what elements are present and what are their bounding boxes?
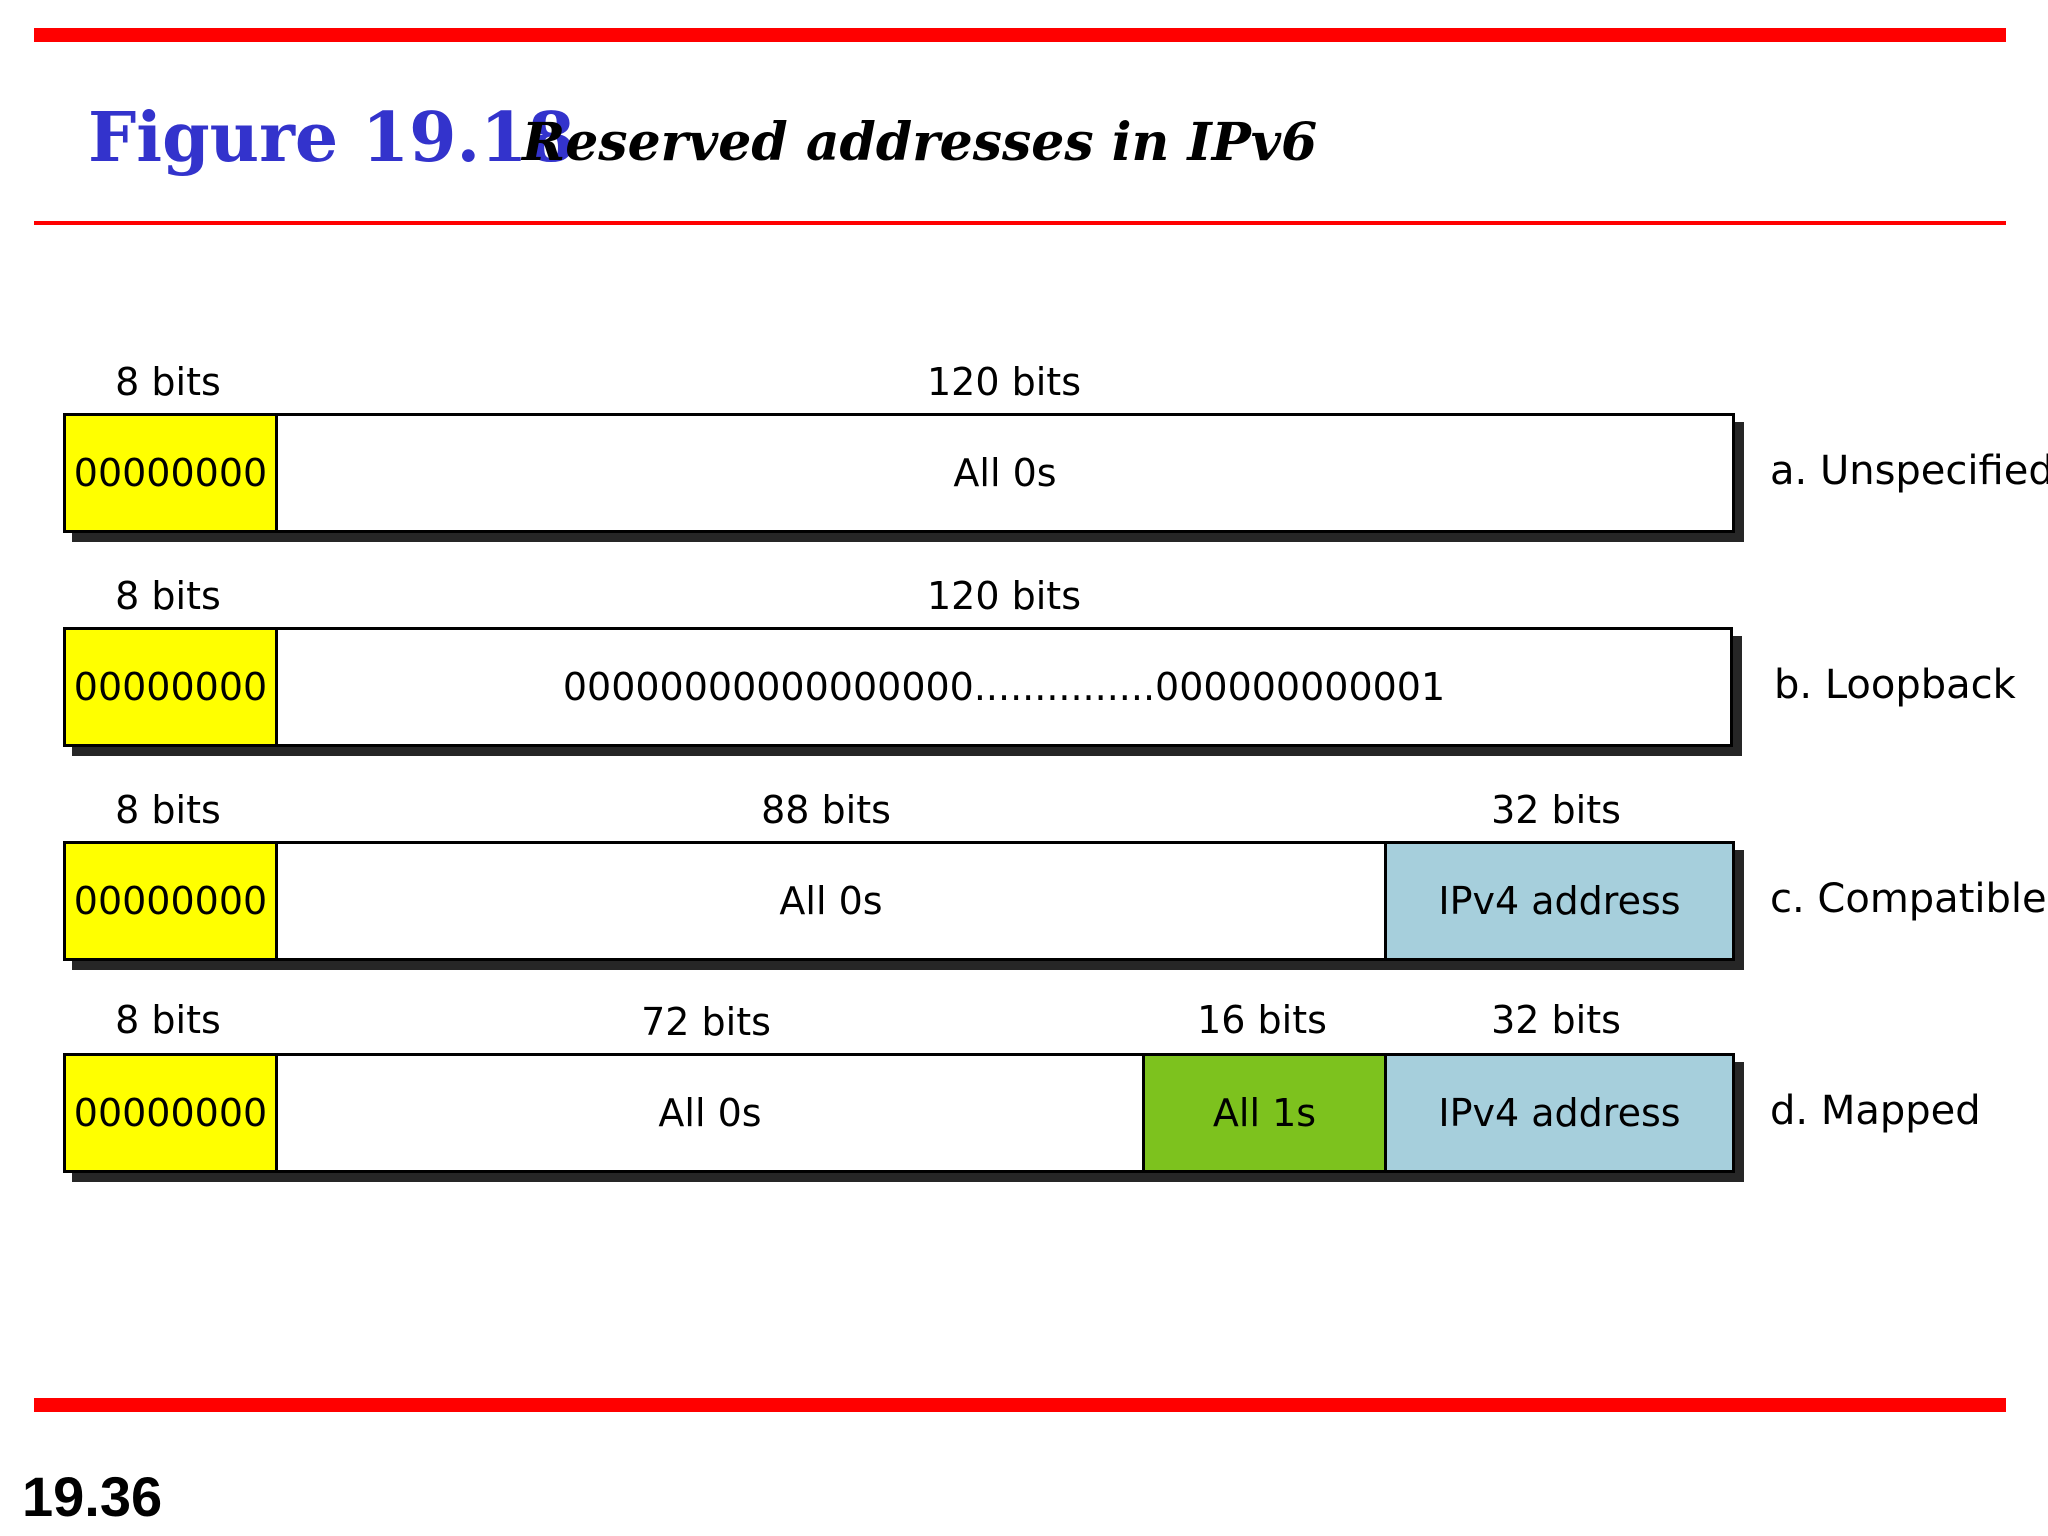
prefix-field: 00000000 [66, 416, 275, 530]
bits-label-b-prefix: 8 bits [115, 574, 221, 618]
prefix-field: 00000000 [66, 630, 275, 744]
bits-label-d-ones: 16 bits [1197, 998, 1327, 1042]
bits-label-d-zeros: 72 bits [641, 1000, 771, 1044]
address-bar-compatible: 00000000 All 0s IPv4 address [63, 841, 1735, 961]
all-zeros-field: All 0s [275, 416, 1732, 530]
all-zeros-field: All 0s [275, 1056, 1142, 1170]
bits-label-a-prefix: 8 bits [115, 360, 221, 404]
row-label-mapped: d. Mapped [1770, 1088, 1981, 1134]
address-bar-mapped: 00000000 All 0s All 1s IPv4 address [63, 1053, 1735, 1173]
prefix-field: 00000000 [66, 844, 275, 958]
page-number: 19.36 [22, 1465, 163, 1528]
address-bar-loopback: 00000000 00000000000000000..............… [63, 627, 1733, 747]
ipv4-address-field: IPv4 address [1384, 1056, 1732, 1170]
prefix-field: 00000000 [66, 1056, 275, 1170]
row-label-unspecified: a. Unspecified [1770, 448, 2048, 494]
bits-label-c-ipv4: 32 bits [1491, 788, 1621, 832]
bits-label-c-prefix: 8 bits [115, 788, 221, 832]
row-label-loopback: b. Loopback [1774, 662, 2016, 708]
figure-number: Figure 19.18 [88, 98, 575, 178]
row-label-compatible: c. Compatible [1770, 876, 2047, 922]
loopback-bits-field: 00000000000000000...............00000000… [275, 630, 1730, 744]
address-bar-unspecified: 00000000 All 0s [63, 413, 1735, 533]
bits-label-c-zeros: 88 bits [761, 788, 891, 832]
bits-label-a-zeros: 120 bits [927, 360, 1081, 404]
top-red-rule [34, 28, 2006, 42]
bits-label-d-ipv4: 32 bits [1491, 998, 1621, 1042]
bottom-red-rule [34, 1398, 2006, 1412]
all-zeros-field: All 0s [275, 844, 1384, 958]
bits-label-b-zeros: 120 bits [927, 574, 1081, 618]
title-underline-rule [34, 221, 2006, 225]
all-ones-field: All 1s [1142, 1056, 1384, 1170]
figure-caption: Reserved addresses in IPv6 [522, 112, 1318, 173]
bits-label-d-prefix: 8 bits [115, 998, 221, 1042]
ipv4-address-field: IPv4 address [1384, 844, 1732, 958]
